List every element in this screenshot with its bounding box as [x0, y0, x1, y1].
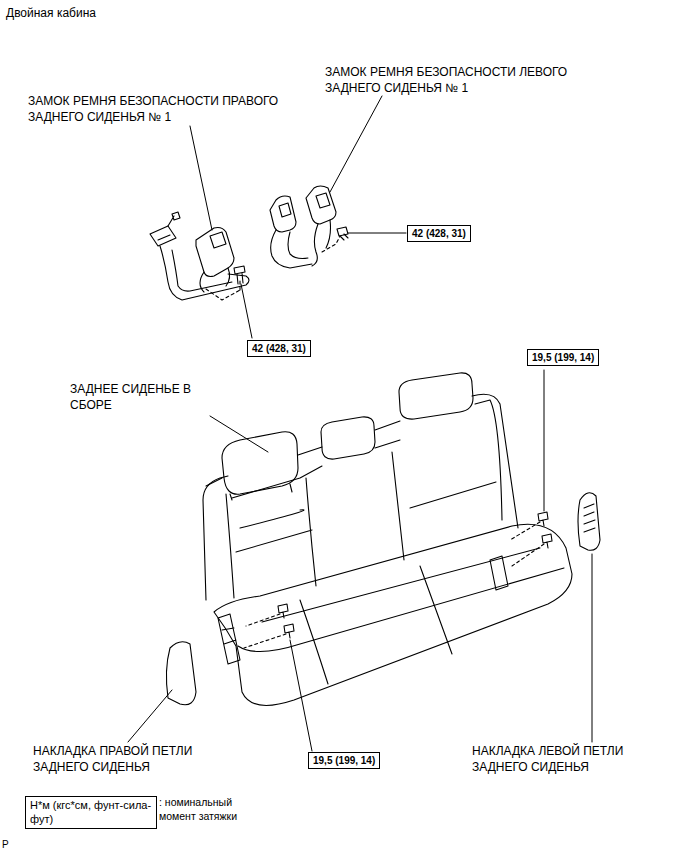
bolt [234, 266, 245, 284]
hinge-bracket [218, 556, 508, 664]
leader-line [544, 370, 545, 511]
leader-line [190, 126, 212, 230]
part-name: ЗАДНЕЕ СИДЕНЬЕ В СБОРЕ [70, 381, 220, 413]
torque-box: 42 (428, 31) [247, 340, 311, 357]
part-name: ЗАМОК РЕМНЯ БЕЗОПАСНОСТИ ПРАВОГО ЗАДНЕГО… [28, 93, 313, 125]
seat-back [203, 394, 518, 600]
page-title: Двойная кабина [6, 5, 96, 21]
part-name: НАКЛАДКА ПРАВОЙ ПЕТЛИ ЗАДНЕГО СИДЕНЬЯ [33, 743, 243, 775]
torque-box: 19,5 (199, 14) [308, 752, 380, 769]
leader-line [241, 284, 252, 338]
bolt [538, 512, 552, 548]
bolt-hole-line [244, 522, 544, 648]
torque-value: 42 (428, 31) [252, 342, 306, 355]
part-name: НАКЛАДКА ЛЕВОЙ ПЕТЛИ ЗАДНЕГО СИДЕНЬЯ [472, 743, 682, 775]
torque-value: 19,5 (199, 14) [313, 754, 375, 767]
headrest [399, 373, 473, 419]
leader-line [592, 554, 593, 742]
torque-box: 19,5 (199, 14) [527, 349, 599, 366]
left-hinge-cover [578, 493, 600, 550]
tongue-plate [150, 226, 176, 246]
buckle-head [270, 196, 296, 232]
unit-legend-box: Н*м (кгс*см, фунт-сила-фут): номинальный… [25, 796, 157, 829]
torque-value: 19,5 (199, 14) [532, 351, 594, 364]
bolt-hole-line [206, 279, 240, 300]
leader-line [128, 690, 172, 742]
bolt [337, 227, 348, 240]
buckle-strap [271, 220, 331, 268]
legend-note: : номинальный момент затяжки [159, 796, 259, 823]
torque-box: 42 (428, 31) [407, 225, 471, 242]
buckle-strap [200, 268, 230, 292]
page-mark: P [2, 838, 22, 852]
leader-line [290, 640, 312, 751]
unit-text: Н*м (кгс*см, фунт-сила-фут) [30, 798, 152, 827]
seat-seam [236, 452, 496, 586]
right-hinge-cover [166, 642, 196, 705]
leader-line [348, 233, 406, 234]
rear-seat [203, 373, 572, 706]
buckle-head [306, 186, 336, 224]
headrest [321, 417, 375, 459]
leader-line [330, 96, 382, 192]
cushion-front-edge [238, 568, 564, 652]
bolt [278, 604, 294, 638]
seat-cushion [214, 524, 572, 705]
torque-value: 42 (428, 31) [412, 227, 466, 240]
left-buckle [270, 186, 348, 268]
right-buckle [150, 212, 249, 300]
bolt-stud [168, 212, 180, 226]
bolt-hole-line [322, 236, 340, 252]
leader-line [210, 416, 268, 452]
leader-lines [128, 96, 592, 751]
seat-back-face [206, 400, 502, 598]
part-name: ЗАМОК РЕМНЯ БЕЗОПАСНОСТИ ЛЕВОГО ЗАДНЕГО … [325, 64, 610, 96]
cushion-seam [262, 548, 540, 684]
